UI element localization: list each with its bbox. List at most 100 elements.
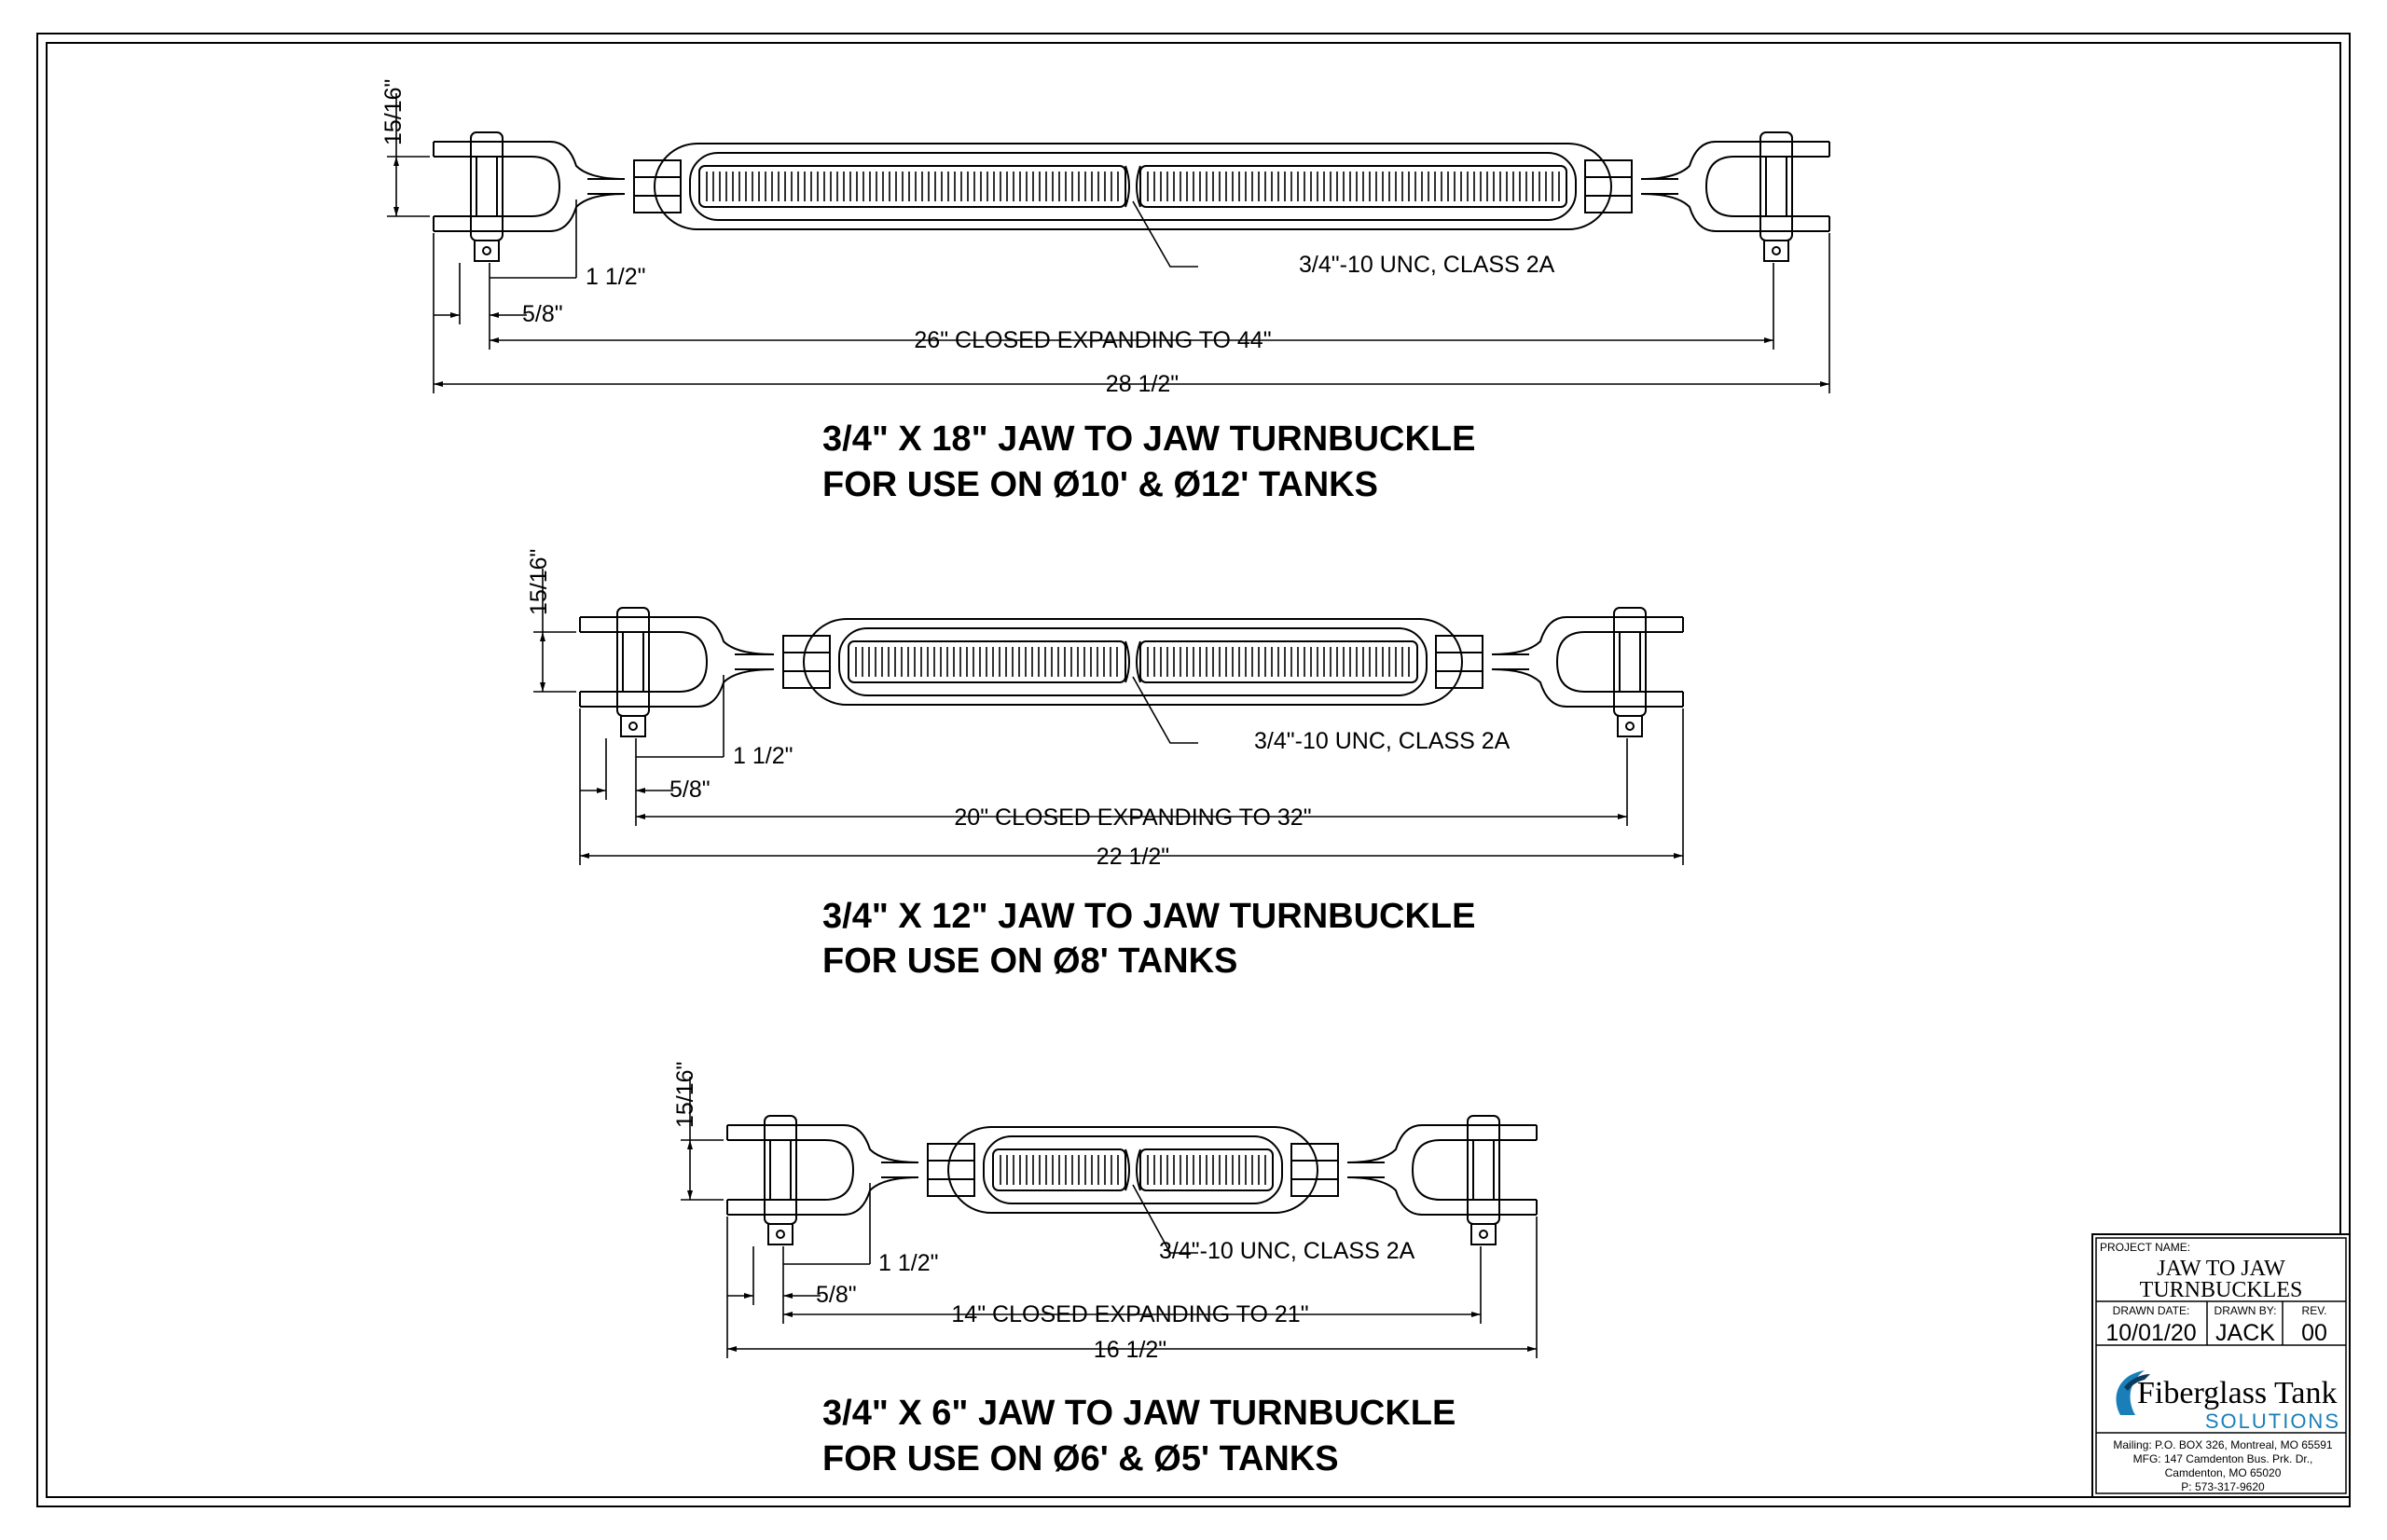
thread-left (848, 640, 1126, 683)
cotter-tab (620, 715, 646, 737)
body-window (983, 1135, 1283, 1204)
turnbuckle-drawing (681, 1077, 1538, 1358)
end-nut (1290, 1143, 1339, 1197)
logo-name: Fiberglass Tank (2137, 1376, 2338, 1410)
drawn-by-value: JACK (2215, 1320, 2275, 1346)
closed-length-dim: 14" CLOSED EXPANDING TO 21" (951, 1301, 1308, 1327)
title-block-inner (2095, 1237, 2347, 1494)
cotter-tab (1617, 715, 1643, 737)
end-nut (782, 635, 831, 689)
address-mfg: MFG: 147 Camdenton Bus. Prk. Dr., (2133, 1452, 2313, 1465)
logo-subtitle: SOLUTIONS (2205, 1409, 2340, 1433)
overall-length-dim: 28 1/2" (1106, 371, 1179, 397)
turnbuckle-drawing (533, 569, 1684, 865)
logo-swoosh-icon (2116, 1370, 2145, 1415)
end-nut (927, 1143, 975, 1197)
inner-border (46, 42, 2341, 1498)
jaw-outline (1346, 1124, 1538, 1216)
thread-joint (1125, 165, 1141, 208)
address-phone: P: 573-317-9620 (2181, 1480, 2265, 1493)
body-window (838, 627, 1428, 696)
title-block: PROJECT NAME: JAW TO JAW TURNBUCKLES DRA… (2091, 1233, 2351, 1498)
jaw-slot (434, 156, 561, 217)
address-mailing: Mailing: P.O. BOX 326, Montreal, MO 6559… (2113, 1438, 2333, 1451)
jaw-width-dim: 15/16" (672, 1062, 698, 1128)
turnbuckle-drawing (387, 93, 1830, 393)
jaw-width-dim: 15/16" (380, 79, 407, 145)
thread-ticks (855, 647, 1410, 677)
turnbuckle-usage: FOR USE ON Ø8' TANKS (822, 942, 1237, 981)
thread-label: 3/4"-10 UNC, CLASS 2A (1159, 1238, 1415, 1264)
project-name-line1: JAW TO JAW (2157, 1257, 2285, 1281)
jaw-slot (727, 1139, 855, 1201)
turnbuckle-12in: 3/4"-10 UNC, CLASS 2A 15/16" 1 1/2" 5/8"… (526, 549, 1684, 981)
logo-swoosh-dark-icon (2124, 1374, 2150, 1391)
closed-length-dim: 26" CLOSED EXPANDING TO 44" (914, 327, 1271, 353)
drawn-date-label: DRAWN DATE: (2113, 1304, 2190, 1317)
thread-ticks (706, 172, 1560, 201)
fiberglass-tank-logo: Fiberglass Tank SOLUTIONS (2116, 1370, 2340, 1433)
address-city: Camdenton, MO 65020 (2165, 1466, 2282, 1479)
turnbuckle-usage: FOR USE ON Ø6' & Ø5' TANKS (822, 1439, 1339, 1478)
cotter-tab (1470, 1223, 1497, 1245)
thread-leader (1132, 200, 1198, 268)
overall-length-dim: 16 1/2" (1094, 1337, 1166, 1363)
turnbuckle-title: 3/4" X 12" JAW TO JAW TURNBUCKLE (822, 897, 1475, 936)
cotter-tab (474, 240, 500, 262)
thread-right (1139, 165, 1567, 208)
cotter-tab (767, 1223, 793, 1245)
closed-length-dim: 20" CLOSED EXPANDING TO 32" (954, 804, 1311, 831)
cotter-hole (1772, 246, 1781, 255)
jaw-outline (1491, 616, 1684, 708)
thread-right (1139, 640, 1418, 683)
pin-offset-dim: 5/8" (816, 1282, 857, 1308)
thread-ticks (1000, 1155, 1266, 1185)
jaw-depth-dim: 1 1/2" (586, 264, 645, 290)
cotter-hole (776, 1230, 785, 1239)
jaw-outline (726, 1124, 919, 1216)
end-nut (1584, 159, 1633, 213)
jaw-slot (1555, 631, 1683, 693)
title-block-frame (2091, 1233, 2351, 1498)
body-frame (947, 1126, 1318, 1214)
turnbuckle-title: 3/4" X 18" JAW TO JAW TURNBUCKLE (822, 419, 1475, 459)
revision-value: 00 (2301, 1320, 2327, 1346)
end-nut (1435, 635, 1483, 689)
turnbuckle-usage: FOR USE ON Ø10' & Ø12' TANKS (822, 465, 1378, 504)
cotter-hole (1625, 722, 1635, 731)
thread-leader (1132, 1184, 1198, 1254)
thread-left (992, 1148, 1126, 1191)
drawn-date-value: 10/01/20 (2105, 1320, 2196, 1346)
thread-leader (1132, 676, 1198, 744)
overall-length-dim: 22 1/2" (1097, 844, 1169, 870)
thread-label: 3/4"-10 UNC, CLASS 2A (1299, 252, 1555, 278)
jaw-slot (1411, 1139, 1537, 1201)
cotter-hole (628, 722, 638, 731)
jaw-width-dim: 15/16" (526, 549, 552, 615)
jaw-outline (1640, 141, 1830, 232)
turnbuckle-title: 3/4" X 6" JAW TO JAW TURNBUCKLE (822, 1394, 1456, 1433)
revision-label: REV. (2302, 1304, 2327, 1317)
end-nut (633, 159, 682, 213)
jaw-slot (1704, 156, 1829, 217)
turnbuckle-6in: 3/4"-10 UNC, CLASS 2A 15/16" 1 1/2" 5/8"… (672, 1062, 1538, 1478)
outer-border (36, 33, 2351, 1507)
project-name-line2: TURNBUCKLES (2140, 1278, 2303, 1302)
thread-joint (1125, 1148, 1141, 1191)
cotter-hole (1479, 1230, 1488, 1239)
turnbuckle-18in: 3/4"-10 UNC, CLASS 2A 15/16" 1 1/2" 5/8"… (380, 79, 1830, 504)
cotter-tab (1763, 240, 1789, 262)
thread-joint (1125, 640, 1141, 683)
body-frame (803, 618, 1463, 706)
project-name-label: PROJECT NAME: (2100, 1241, 2190, 1254)
pin-offset-dim: 5/8" (522, 301, 563, 327)
body-frame (654, 143, 1612, 230)
body-window (689, 152, 1577, 221)
jaw-depth-dim: 1 1/2" (733, 743, 793, 769)
cotter-hole (482, 246, 491, 255)
drawn-by-label: DRAWN BY: (2215, 1304, 2277, 1317)
thread-left (698, 165, 1126, 208)
jaw-depth-dim: 1 1/2" (878, 1250, 938, 1276)
thread-label: 3/4"-10 UNC, CLASS 2A (1254, 728, 1511, 754)
